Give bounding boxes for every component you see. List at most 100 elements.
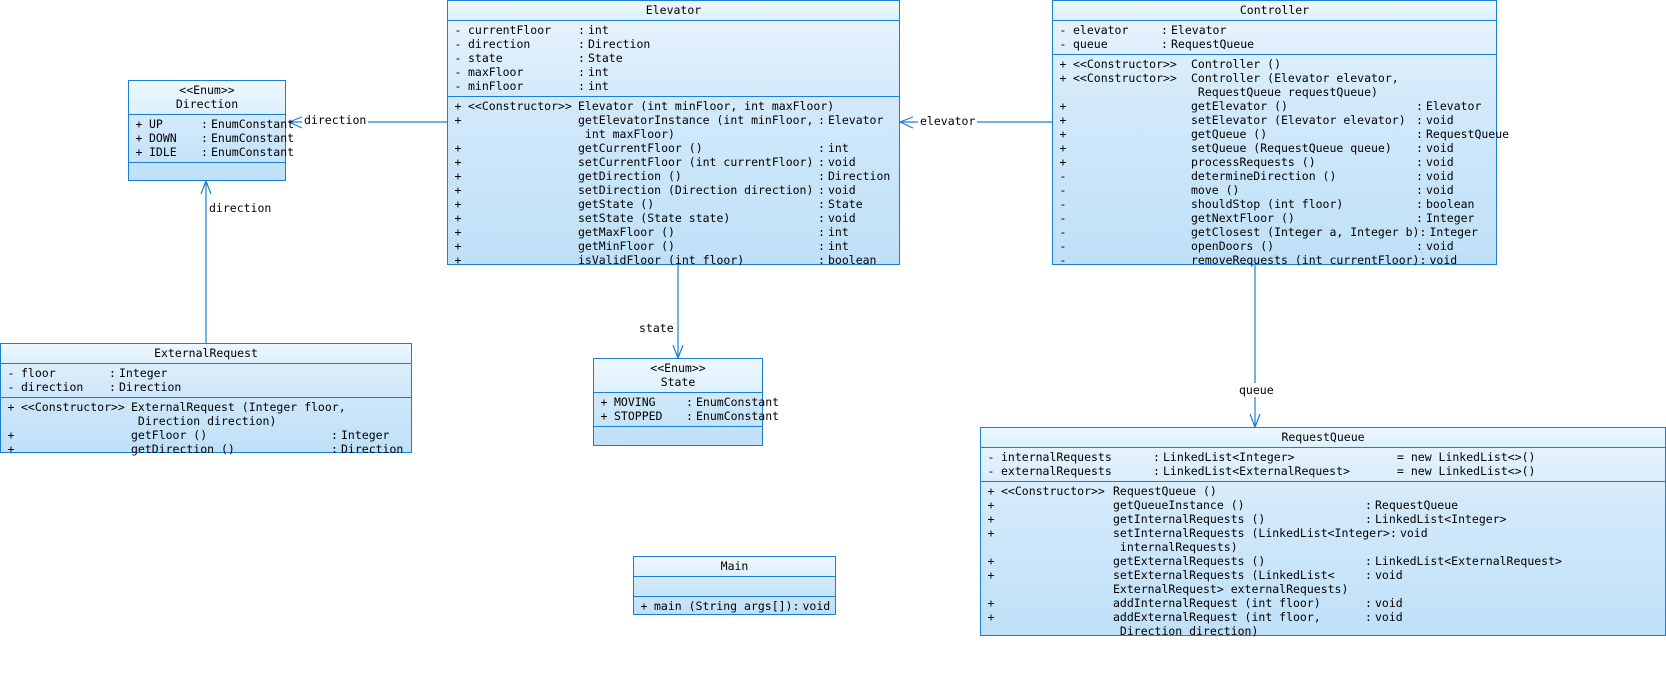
visibility-marker: - [7, 366, 15, 380]
operation-signature: shouldStop (int floor) [1191, 197, 1344, 211]
type-separator: : [1365, 596, 1372, 610]
visibility-marker: + [987, 568, 995, 582]
operation-signature: Controller () [1191, 57, 1282, 71]
class-operation-row: +setElevator (Elevator elevator):void [1053, 113, 1496, 127]
operation-signature: getCurrentFloor () [578, 141, 703, 155]
attributes-section-main [634, 577, 835, 597]
operation-signature: getDirection () [578, 169, 682, 183]
operation-signature: getNextFloor () [1191, 211, 1295, 225]
type-separator: : [1416, 169, 1423, 183]
operation-stereotype [21, 428, 131, 442]
attributes-section-elevator: -currentFloor:int-direction:Direction-st… [448, 21, 899, 97]
operation-return-type: void [1426, 183, 1454, 197]
attribute-name: direction [21, 380, 84, 394]
attribute-name: state [468, 51, 503, 65]
operation-return-type [356, 400, 362, 428]
edge-label-state: state [637, 321, 676, 335]
operation-return-type: int [828, 225, 849, 239]
operation-signature: getMaxFloor () [578, 225, 675, 239]
visibility-marker: - [1059, 211, 1067, 225]
operation-signature: getQueue () [1191, 127, 1268, 141]
visibility-marker: - [1059, 197, 1067, 211]
attribute-name: MOVING [614, 395, 656, 409]
attribute-name: direction [468, 37, 531, 51]
type-separator: : [109, 366, 116, 380]
operation-return-type: Elevator [1426, 99, 1482, 113]
edge-label-direction-elevator: direction [302, 113, 369, 127]
attribute-type: RequestQueue [1171, 37, 1255, 51]
operation-signature: getExternalRequests () [1113, 554, 1266, 568]
visibility-marker: + [454, 197, 462, 211]
operation-return-type: void [1375, 568, 1403, 582]
class-title-main: Main [634, 557, 835, 577]
class-operation-row: -removeRequests (int currentFloor):void [1053, 253, 1496, 267]
operation-stereotype [468, 239, 578, 253]
attribute-type: int [588, 23, 609, 37]
class-operation-row: +setInternalRequests (LinkedList<Integer… [981, 526, 1665, 554]
attribute-name: maxFloor [468, 65, 524, 79]
class-operation-row: +getDirection ():Direction [448, 169, 899, 183]
type-separator: : [578, 79, 585, 93]
class-box-controller[interactable]: Controller -elevator:Elevator-queue:Requ… [1052, 0, 1509, 267]
type-separator [834, 99, 844, 113]
visibility-marker: - [454, 23, 462, 37]
class-operation-row: +getElevator ():Elevator [1053, 99, 1496, 113]
class-box-elevator[interactable]: Elevator -currentFloor:int-direction:Dir… [447, 0, 900, 267]
attribute-type: EnumConstant [211, 131, 295, 145]
operation-stereotype: <<Constructor>> [21, 400, 125, 414]
attribute-type: Direction [588, 37, 651, 51]
operations-section-controller: +<<Constructor>>Controller ()+<<Construc… [1053, 55, 1510, 270]
type-separator: : [1365, 498, 1372, 512]
class-operation-row: +getInternalRequests ():LinkedList<Integ… [981, 512, 1665, 526]
class-attribute-row: +STOPPED:EnumConstant [594, 409, 780, 423]
type-separator [346, 400, 356, 428]
type-separator: : [1416, 99, 1423, 113]
class-operation-row: +getCurrentFloor ():int [448, 141, 899, 155]
operation-return-type: void [1375, 610, 1403, 624]
attribute-type: EnumConstant [696, 409, 780, 423]
attribute-type: LinkedList<ExternalRequest> [1163, 464, 1350, 478]
visibility-marker: - [1059, 183, 1067, 197]
operation-signature: move () [1191, 183, 1240, 197]
operation-stereotype [1073, 225, 1191, 239]
class-box-request-queue[interactable]: RequestQueue -internalRequests:LinkedLis… [980, 427, 1666, 638]
operation-return-type [1426, 71, 1432, 99]
edge-label-queue: queue [1237, 383, 1276, 397]
visibility-marker: - [1059, 225, 1067, 239]
operation-stereotype [468, 253, 578, 267]
operation-stereotype [1073, 183, 1191, 197]
operation-signature: getElevatorInstance (int minFloor, int m… [578, 113, 814, 141]
class-operation-row: +<<Constructor>>Controller () [1053, 57, 1496, 71]
operation-signature: setElevator (Elevator elevator) [1191, 113, 1406, 127]
stereotype-enum-label: <<Enum>> [179, 83, 235, 97]
class-attribute-row: -queue:RequestQueue [1053, 37, 1496, 51]
class-box-external-request[interactable]: ExternalRequest -floor:Integer-direction… [0, 343, 412, 456]
class-box-direction[interactable]: <<Enum>> Direction +UP:EnumConstant+DOWN… [128, 80, 294, 181]
type-separator: : [818, 113, 825, 127]
operation-stereotype [1001, 610, 1113, 638]
type-separator: : [686, 395, 693, 409]
operation-return-type: void [1399, 526, 1428, 540]
operation-return-type: State [828, 197, 863, 211]
operation-return-type [1375, 484, 1381, 498]
operation-signature: setQueue (RequestQueue queue) [1191, 141, 1392, 155]
class-box-state[interactable]: <<Enum>> State +MOVING:EnumConstant+STOP… [593, 358, 780, 446]
class-title-state: <<Enum>> State [594, 359, 762, 393]
operation-signature: setDirection (Direction direction) [578, 183, 814, 197]
attribute-name: currentFloor [468, 23, 552, 37]
visibility-marker: - [1059, 253, 1067, 267]
operation-stereotype: <<Constructor>> [1073, 71, 1177, 85]
operation-stereotype [1001, 526, 1113, 554]
class-title-direction: <<Enum>> Direction [129, 81, 285, 115]
operation-signature: determineDirection () [1191, 169, 1337, 183]
class-operation-row: +<<Constructor>>Controller (Elevator ele… [1053, 71, 1496, 99]
class-operation-row: +getQueue ():RequestQueue [1053, 127, 1510, 141]
attribute-name: DOWN [149, 131, 177, 145]
attribute-name: elevator [1073, 23, 1129, 37]
visibility-marker: + [1059, 99, 1067, 113]
class-box-main[interactable]: Main +main (String args[]):void [633, 556, 836, 615]
type-separator: : [578, 51, 585, 65]
type-separator: : [201, 145, 208, 159]
type-separator: : [578, 37, 585, 51]
